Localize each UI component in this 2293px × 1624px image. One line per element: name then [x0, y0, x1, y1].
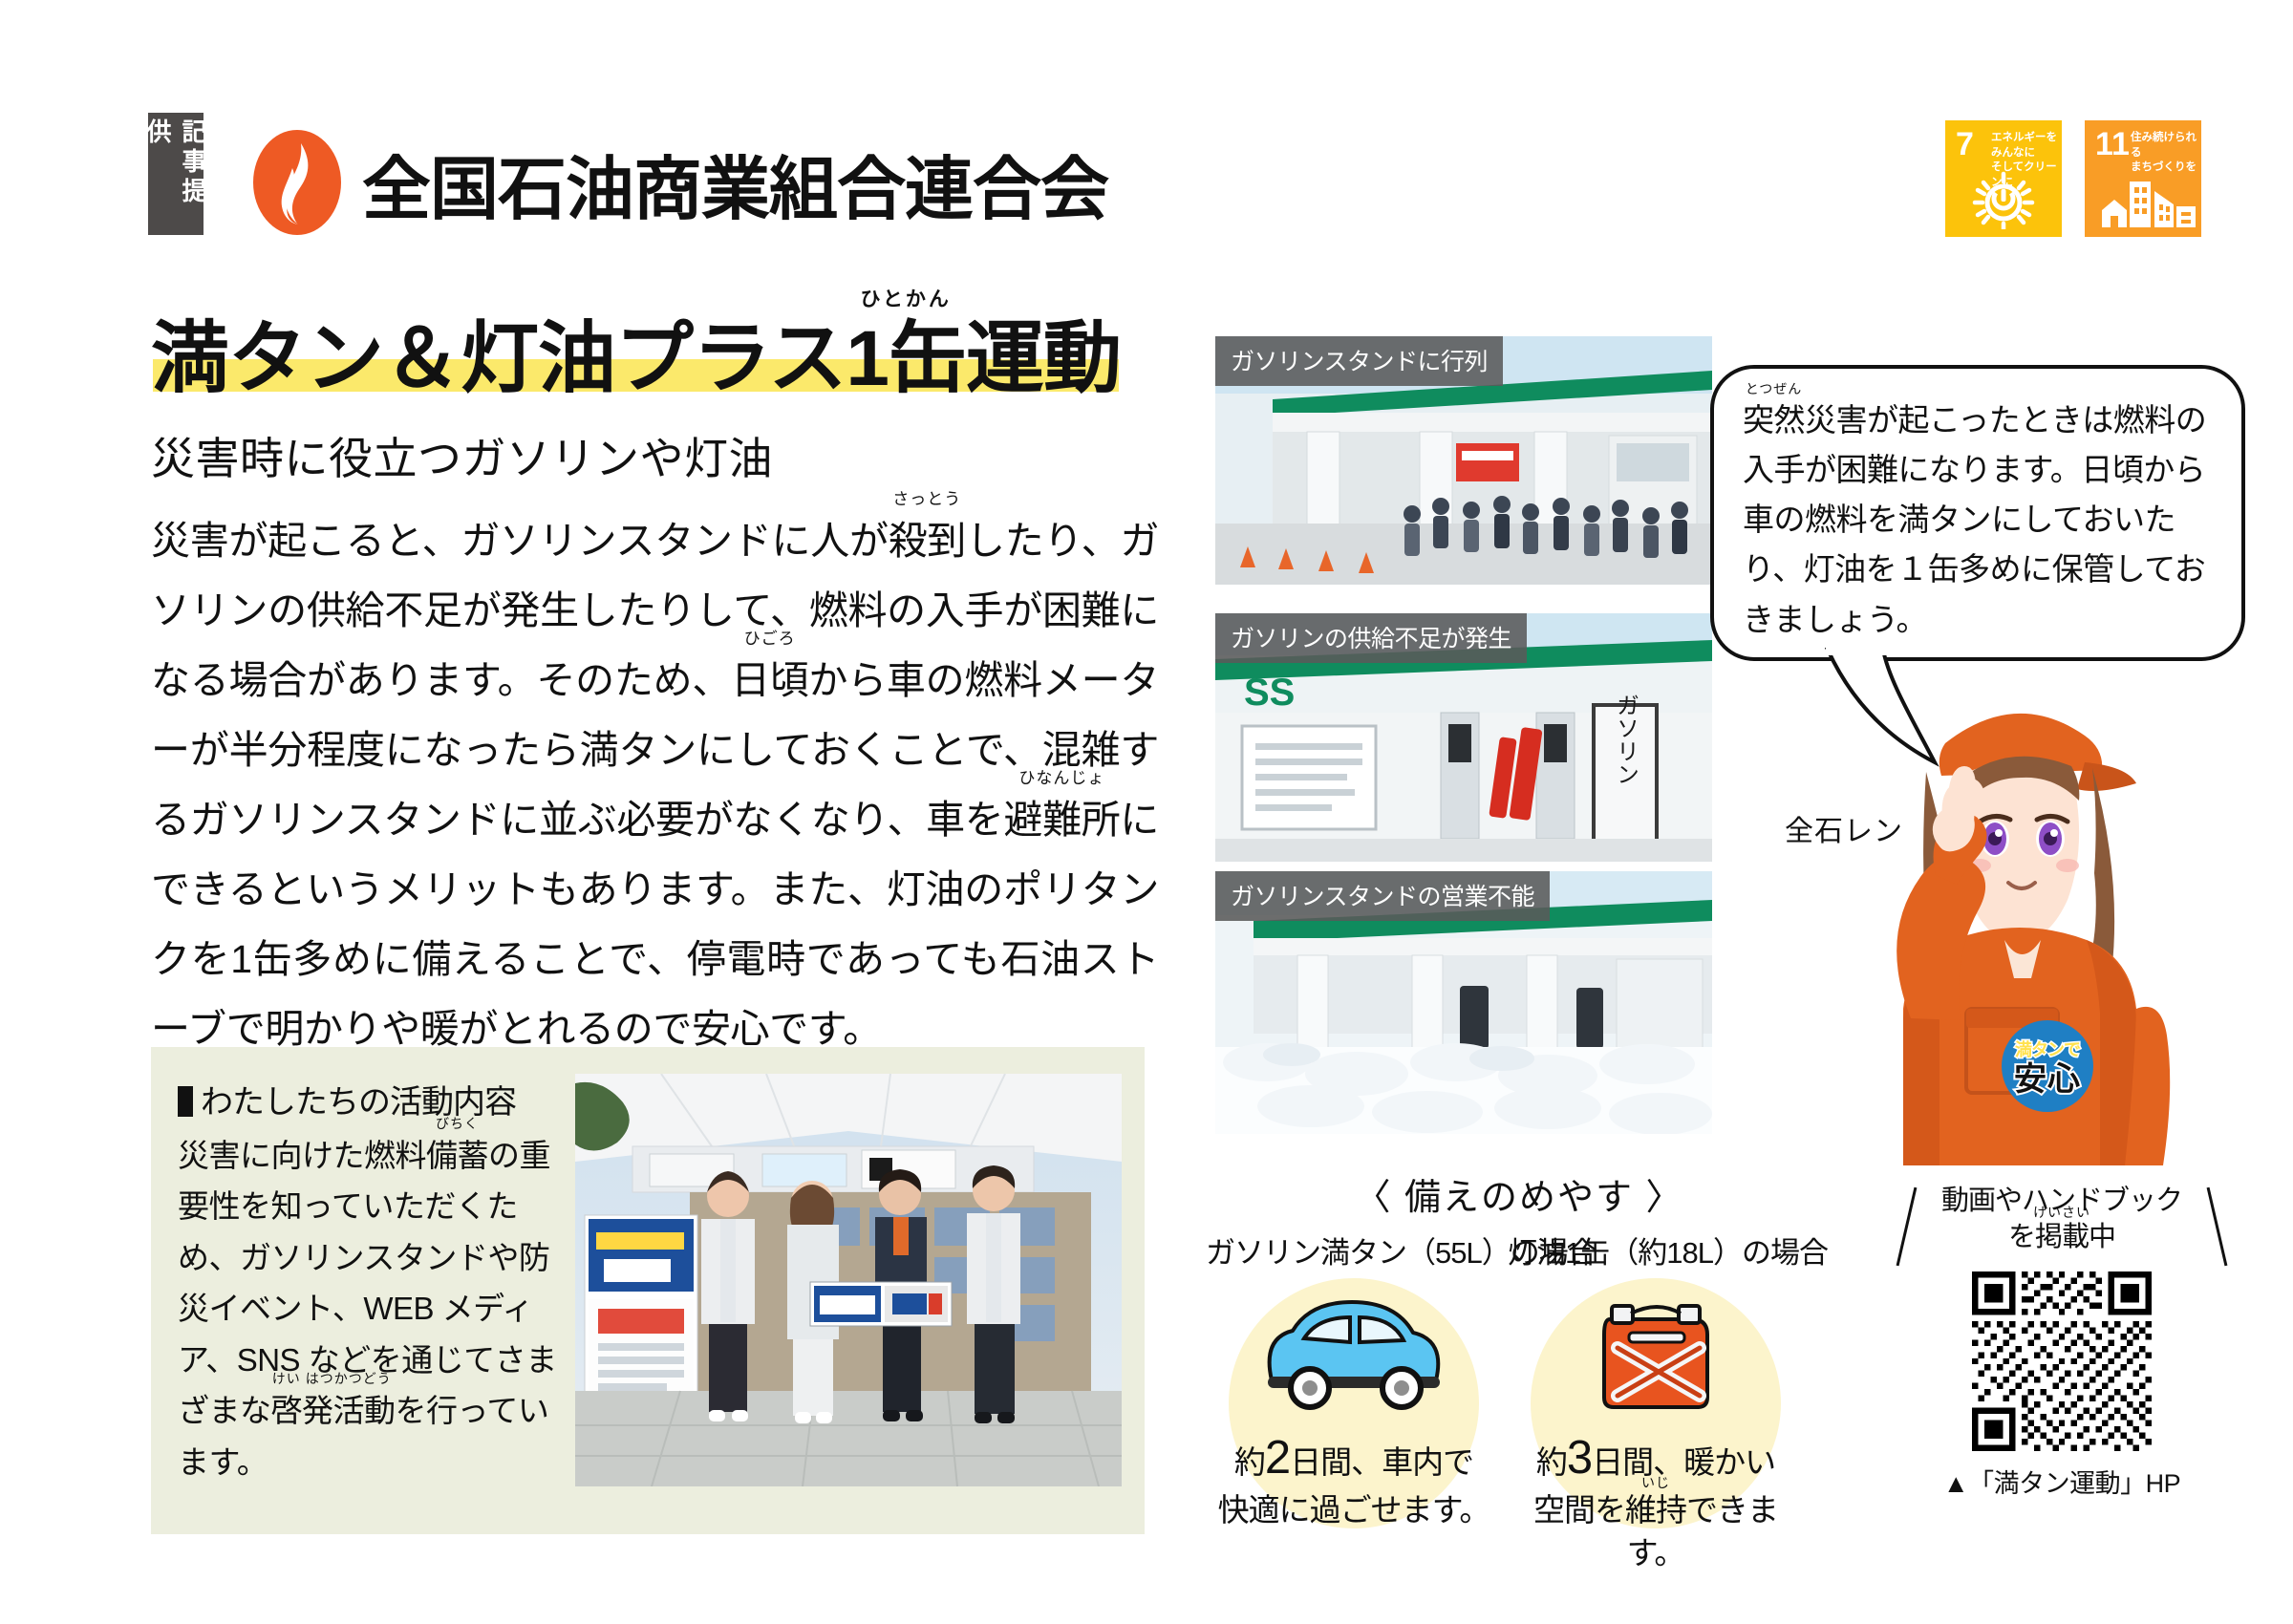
flame-logo-icon: [253, 130, 341, 235]
activity-box: わたしたちの活動内容 災害に向けた燃料びちく備蓄の重要性を知っていただくため、ガ…: [151, 1047, 1145, 1534]
title-ruby-base: 1缶: [846, 315, 967, 402]
title-part-1: 満タン＆灯油プラス: [151, 315, 846, 402]
svg-text:ガソリン: ガソリン: [1613, 694, 1639, 785]
qr-caption: ▲「満タン運動」HP: [1942, 1468, 2181, 1498]
photo-card-closed: ガソリンスタンドの営業不能: [1215, 871, 1712, 1134]
guide-title: 〈 備えのめやす 〉: [1354, 1178, 1684, 1218]
sdg-goal-7: 7 エネルギーをみんなに そしてクリーンに: [1945, 120, 2062, 237]
activity-seg-2: の重要性を知っていただくため、ガソリンスタンドや防災イベント、WEB メディア、…: [178, 1138, 557, 1429]
title-ruby-text: ひとかん: [860, 288, 952, 310]
activity-body: 災害に向けた燃料びちく備蓄の重要性を知っていただくため、ガソリンスタンドや防災イ…: [178, 1116, 560, 1487]
article-source-tag: 記事提供: [143, 113, 207, 235]
sun-icon: [1972, 171, 2035, 229]
organization-block: 全国石油商業組合連合会: [253, 130, 1109, 235]
guide-result-gasoline: 約2日間、車内で 快適に過ごせます。: [1217, 1432, 1491, 1528]
badge-line-2: 安心: [2012, 1061, 2082, 1098]
organization-name: 全国石油商業組合連合会: [362, 151, 1109, 228]
activity-seg-3: を行っています。: [178, 1393, 549, 1480]
photo-caption-shortage: ガソリンの供給不足が発生: [1215, 613, 1528, 663]
main-title-wrap: 満タン＆灯油プラスひとかん 1缶運動: [151, 288, 1122, 403]
photo-card-queue: ガソリンスタンドに行列: [1215, 336, 1712, 585]
header: 記事提供 全国石油商業組合連合会: [143, 113, 1109, 235]
activity-ruby-hatsukatsudou: はつかつどう発活動: [302, 1371, 396, 1429]
body-seg-2: したり、ガソリンの供給不足が発生したりして、燃料の入手が困難になる場合があります…: [151, 518, 1159, 702]
page-subtitle: 災害時に役立つガソリンや灯油: [151, 433, 773, 483]
activity-text: わたしたちの活動内容 災害に向けた燃料びちく備蓄の重要性を知っていただくため、ガ…: [178, 1076, 560, 1487]
guide-days-kerosene: 3: [1566, 1432, 1593, 1484]
activity-ruby-bichiku: びちく備蓄: [426, 1116, 489, 1173]
body-ruby-hinanjo: ひなんじょ避難所: [1003, 768, 1121, 842]
activity-photo: [575, 1074, 1122, 1486]
status-badge: 満タンで 安心: [2002, 1020, 2093, 1112]
guide-label-gasoline: ガソリン満タン（55L）の場合: [1206, 1236, 1597, 1270]
qr-code-icon[interactable]: [1972, 1271, 2152, 1451]
activity-seg-1: 災害に向けた燃料: [178, 1138, 427, 1173]
kerosene-can-icon: [1508, 1289, 1804, 1413]
guide-result-kerosene: 約3日間、暖かい 空間をいじ維持できます。: [1533, 1432, 1779, 1571]
guide-item-kerosene: 灯油1缶（約18L）の場合 約3日間、暖かい 空間をいじ維持できます。: [1508, 1229, 1829, 1574]
bullet-square-icon: [178, 1086, 193, 1117]
guide-label-kerosene: 灯油1缶（約18L）の場合: [1508, 1236, 1829, 1270]
qr-heading-line-1: 動画やハンドブック: [1940, 1186, 2183, 1216]
qr-ruby-keisai: けいさい掲載: [2032, 1205, 2090, 1253]
svg-text:SS: SS: [1244, 672, 1295, 714]
speech-bubble: とつぜん突然災害が起こったときは燃料の入手が困難になります。日頃から車の燃料を満…: [1710, 365, 2245, 661]
body-ruby-sattou: さっとう殺到: [888, 489, 967, 563]
guide-ruby-iji: いじ維持: [1625, 1475, 1687, 1528]
activity-heading: わたしたちの活動内容: [178, 1076, 560, 1122]
guide-item-gasoline: ガソリン満タン（55L）の場合 約2日間、車内で 快適に過ごせます。: [1206, 1229, 1597, 1532]
bubble-body: 災害が起こったときは燃料の入手が困難になります。日頃から車の燃料を満タンにしてお…: [1743, 402, 2207, 637]
title-ruby-group: ひとかん 1缶: [846, 288, 967, 403]
bubble-ruby-totsuzen: とつぜん突然: [1743, 381, 1806, 438]
speech-bubble-tail: [1824, 648, 1939, 767]
sdg-goal-11: 11 住み続けられる まちづくりを: [2085, 120, 2201, 237]
sdg-11-number: 11: [2095, 126, 2130, 162]
qr-heading-line-2: をけいさい掲載中: [1899, 1205, 2224, 1255]
badge-line-1: 満タンで: [2014, 1039, 2083, 1061]
city-buildings-icon: [2102, 182, 2196, 227]
speech-bubble-text: とつぜん突然災害が起こったときは燃料の入手が困難になります。日頃から車の燃料を満…: [1743, 381, 2218, 645]
body-seg-1: 災害が起こると、ガソリンスタンドに人が: [151, 518, 889, 563]
guide-days-gasoline: 2: [1264, 1432, 1291, 1484]
sdg-11-caption: 住み続けられる まちづくりを: [2131, 132, 2197, 174]
sdg-icons: 7 エネルギーをみんなに そしてクリーンに: [1945, 120, 2201, 237]
title-part-2: 運動: [965, 315, 1122, 402]
activity-ruby-kei: けい啓: [270, 1371, 303, 1429]
body-ruby-higoro: ひごろ日頃: [731, 629, 809, 702]
qr-section: 動画やハンドブック をけいさい掲載中: [1896, 1183, 2228, 1500]
character-name: 全石レン: [1785, 816, 1903, 847]
qr-heading: 動画やハンドブック をけいさい掲載中: [1896, 1183, 2228, 1267]
body-seg-4: にできるというメリットもあります。また、灯油のポリタンクを1缶多めに備えることで…: [151, 797, 1159, 1051]
article-body: 災害が起こると、ガソリンスタンドに人がさっとう殺到したり、ガソリンの供給不足が発…: [151, 489, 1159, 1064]
car-icon: [1206, 1289, 1502, 1413]
photo-caption-queue: ガソリンスタンドに行列: [1215, 336, 1504, 386]
title-highlight-bar: [153, 358, 1119, 392]
photo-caption-closed: ガソリンスタンドの営業不能: [1215, 871, 1551, 921]
photo-card-shortage: ガソリンの供給不足が発生 SS ガソリン: [1215, 613, 1712, 862]
body-seg-3: から車の燃料メーターが半分程度になったら満タンにしておくことで、混雑するガソリン…: [151, 657, 1159, 842]
page-title: 満タン＆灯油プラスひとかん 1缶運動: [151, 288, 1122, 403]
sdg-7-number: 7: [1956, 126, 1974, 162]
article-left-column: 満タン＆灯油プラスひとかん 1缶運動 災害時に役立つガソリンや灯油 災害が起こると…: [151, 288, 1164, 1064]
